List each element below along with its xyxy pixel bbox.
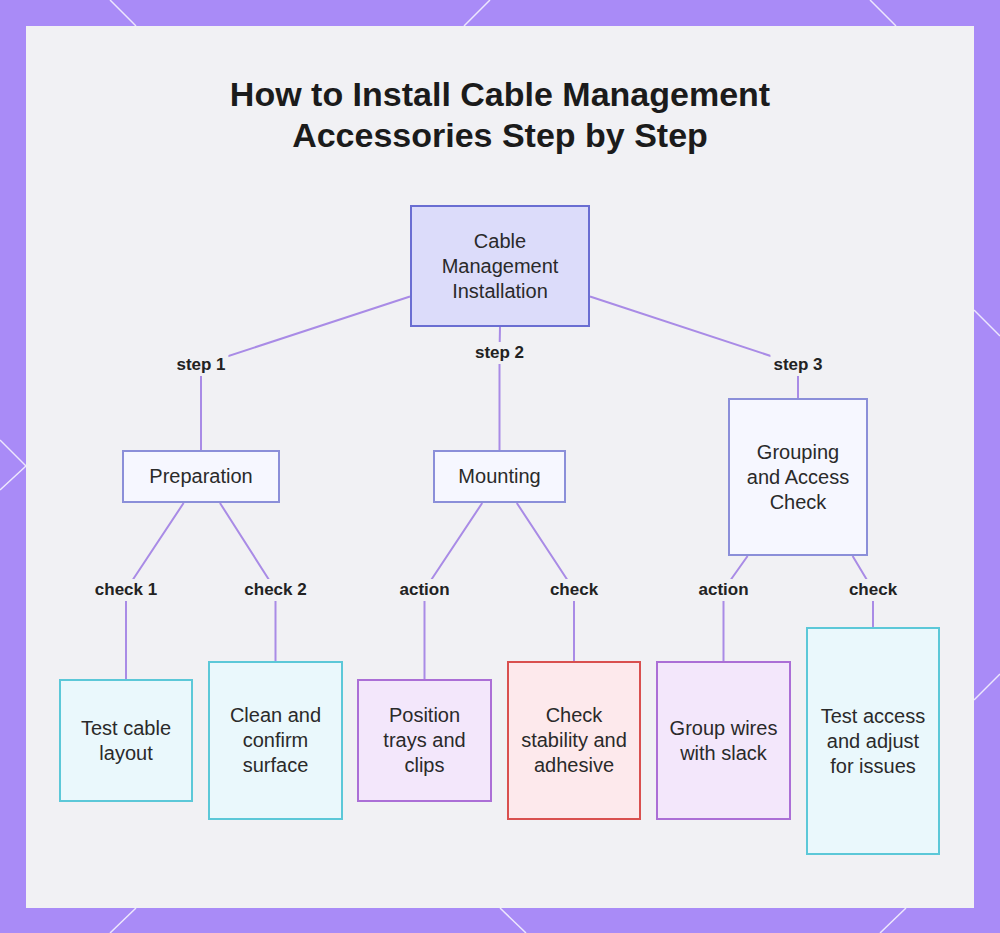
check-box: Test cable layout [59,679,193,802]
node-label: Clean and confirm surface [218,703,333,778]
node-label: Cable Management Installation [420,229,580,304]
edge-label: step 3 [770,354,825,376]
node-label: Preparation [149,464,252,489]
edge-label: check 2 [241,579,309,601]
check-box: Test access and adjust for issues [806,627,940,855]
connector [201,297,410,451]
panel [26,26,974,908]
node-label: Test cable layout [69,716,183,766]
action-box: Group wires with slack [656,661,791,820]
edge-label: step 1 [173,354,228,376]
node-label: Check stability and adhesive [517,703,631,778]
step-box: Mounting [433,450,566,503]
node-label: Test access and adjust for issues [816,704,930,779]
node-label: Grouping and Access Check [738,440,858,515]
root-box: Cable Management Installation [410,205,590,327]
action-box: Position trays and clips [357,679,492,802]
connector [724,556,748,661]
node-label: Position trays and clips [367,703,482,778]
node-label: Group wires with slack [666,716,781,766]
check-box: Check stability and adhesive [507,661,641,820]
edge-label: check [547,579,601,601]
check-box: Clean and confirm surface [208,661,343,820]
step-box: Grouping and Access Check [728,398,868,556]
step-box: Preparation [122,450,280,503]
diagram-title: How to Install Cable Management Accessor… [180,74,820,156]
edge-label: check 1 [92,579,160,601]
edge-label: check [846,579,900,601]
edge-label: step 2 [472,342,527,364]
edge-label: action [695,579,751,601]
edge-label: action [396,579,452,601]
node-label: Mounting [458,464,540,489]
connector [590,297,798,399]
